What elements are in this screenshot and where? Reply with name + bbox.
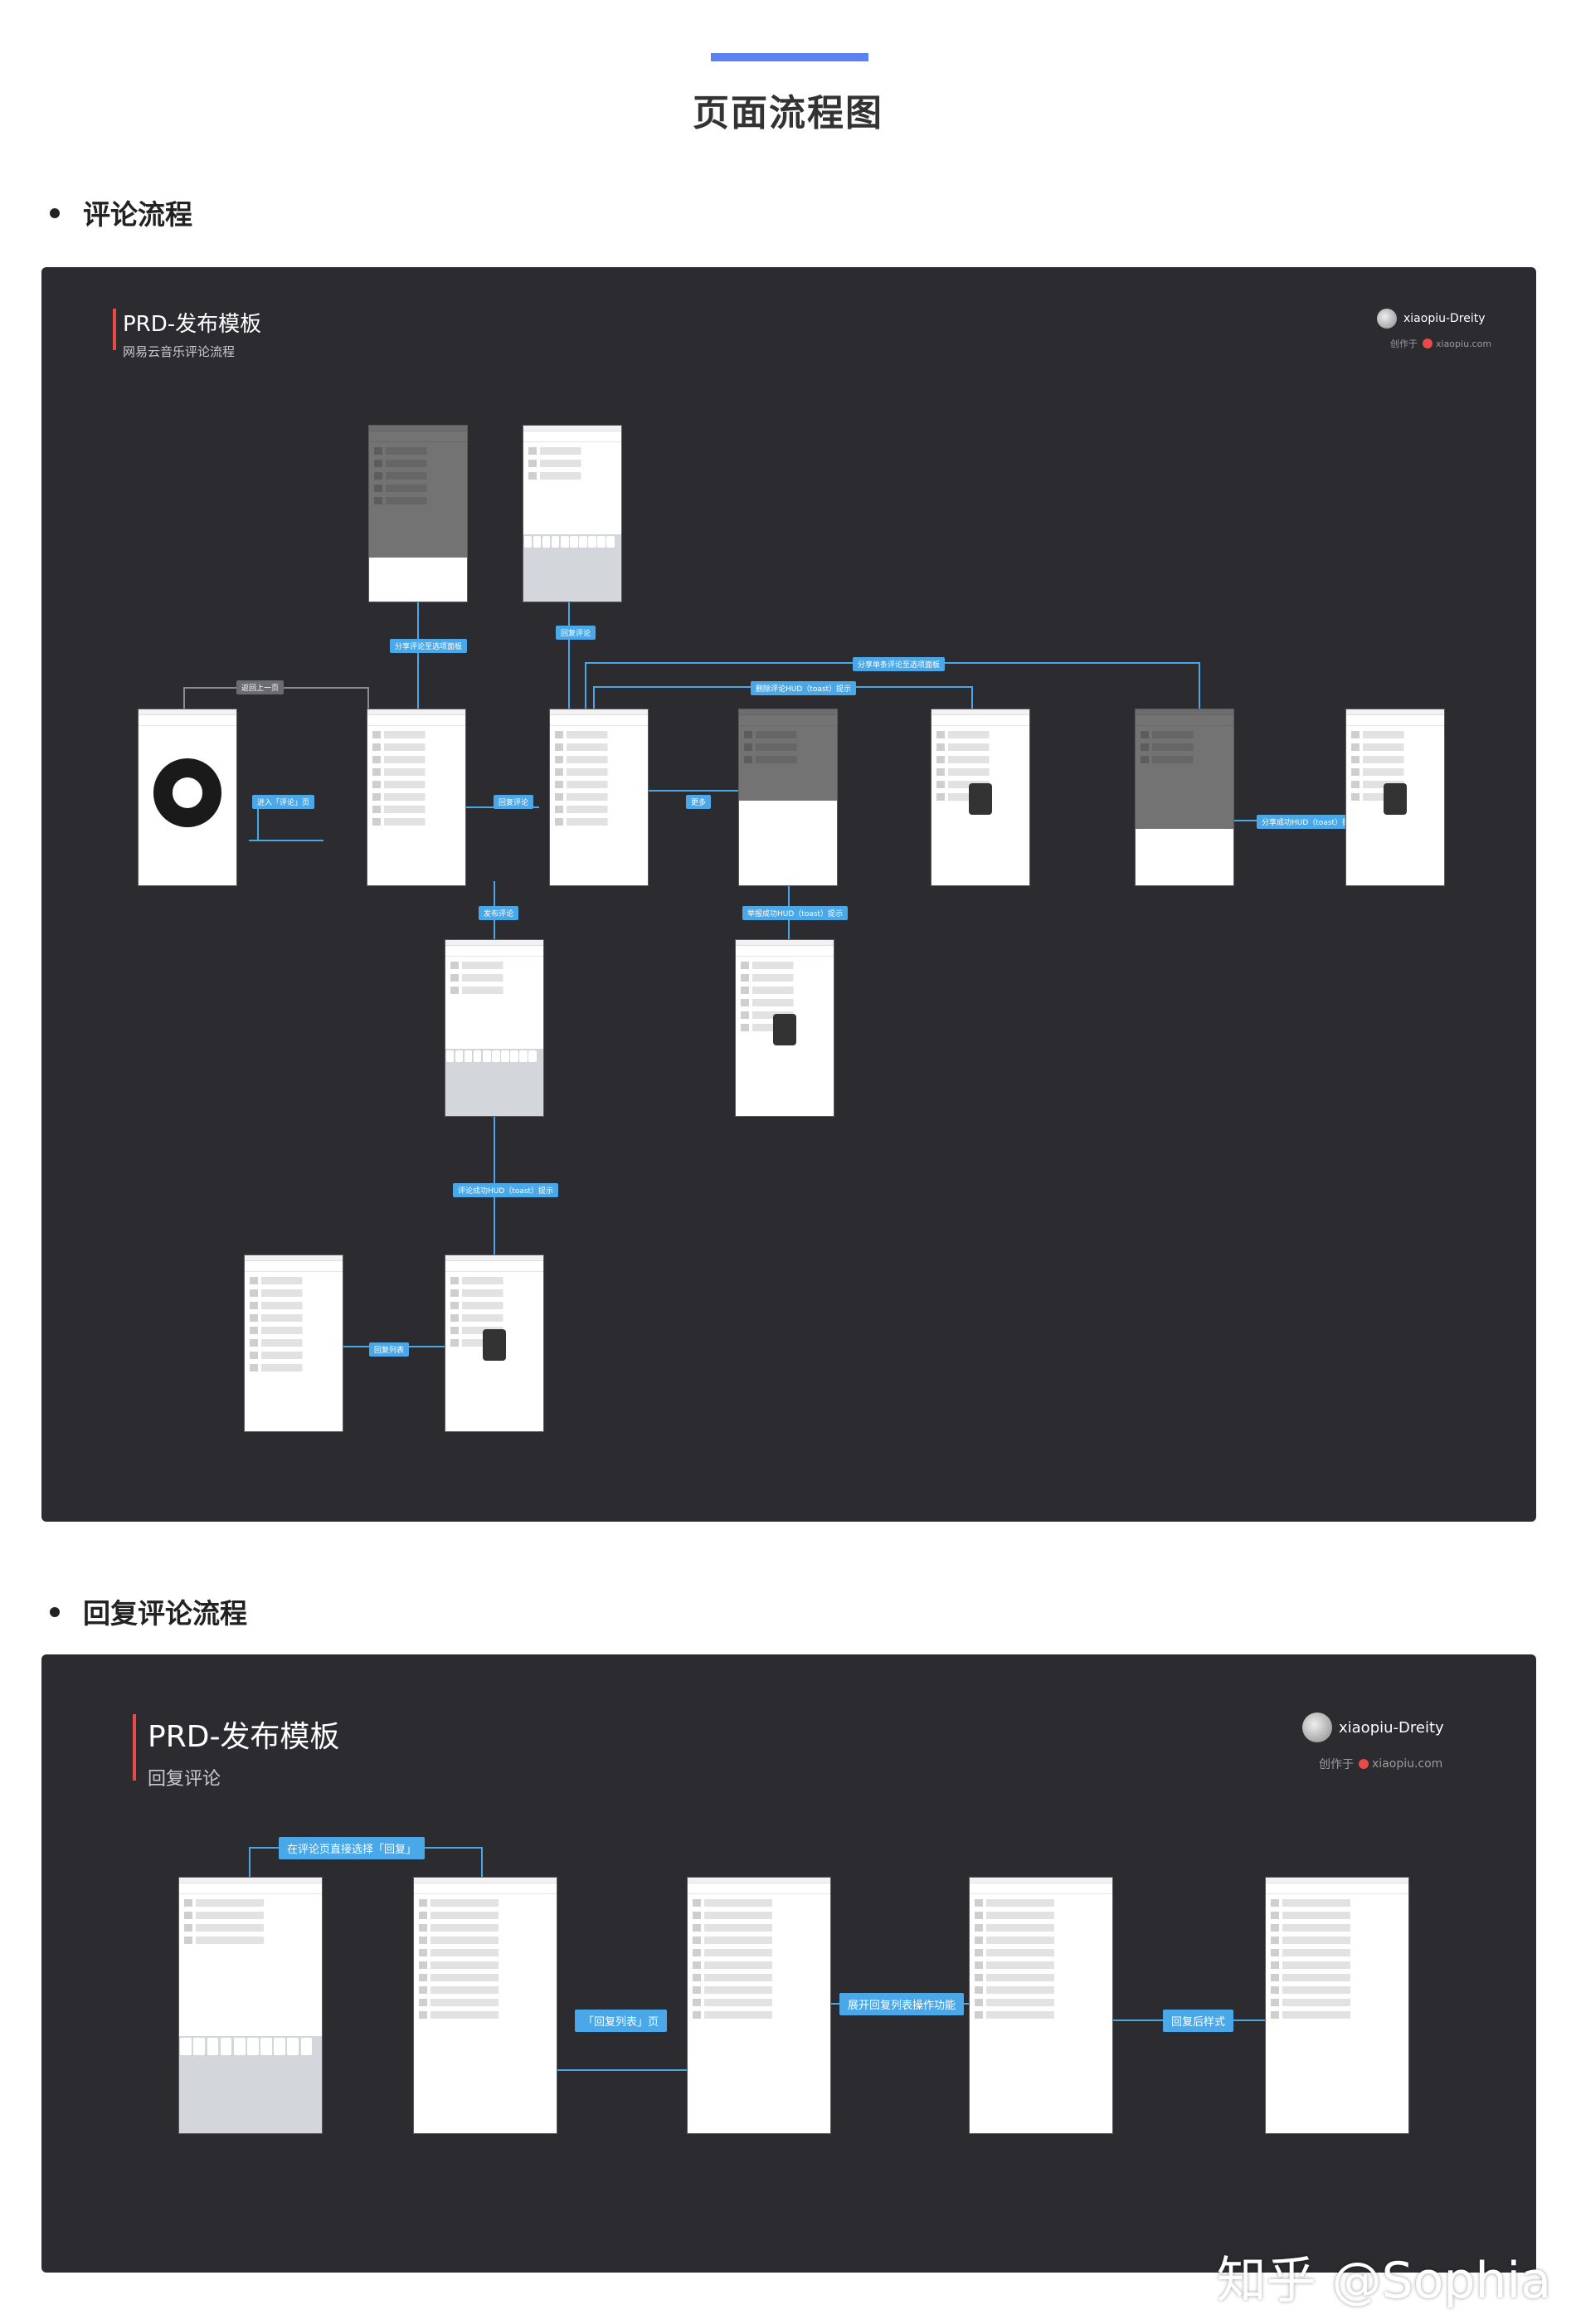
flow-tag-enter-comment: 进入「评论」页 [252,795,315,809]
screen-reply-list-ops [969,1877,1113,2134]
section-heading-reply: 回复评论流程 [50,1591,247,1631]
author-badge: xiaopiu-Dreity [1377,309,1486,329]
author-name: xiaopiu-Dreity [1403,312,1486,325]
board-title: PRD-发布模板 [148,1720,340,1754]
flow-tag-reply-list-page: 「回复列表」页 [575,2010,668,2032]
flow-tag-report: 举报成功HUD（toast）提示 [742,906,849,920]
board-subtitle: 网易云音乐评论流程 [123,344,236,359]
board-title-block: PRD-发布模板 网易云音乐评论流程 [113,307,261,360]
screen-more-sheet [738,709,838,886]
connector [249,1847,251,1878]
connector [367,687,369,720]
flow-tag-delete-toast: 删除评论HUD（toast）提示 [751,681,857,695]
xiaopiu-logo-icon [1359,1759,1369,1769]
flow-board-comment: PRD-发布模板 网易云音乐评论流程 xiaopiu-Dreity 创作于 xia… [41,267,1536,1522]
flow-tag-reply-to: 回复评论 [494,795,534,809]
flow-tag-comment-toast: 评论成功HUD（toast）提示 [453,1183,559,1197]
screen-comment-toast [445,1255,544,1432]
board-subtitle: 回复评论 [148,1769,221,1790]
created-by: 创作于 xiaopiu.com [1390,337,1491,350]
flow-tag-share-popup: 分享评论至选项面板 [390,639,468,653]
screen-publish-keyboard [445,939,544,1117]
created-site: xiaopiu.com [1372,1757,1443,1771]
avatar [1377,309,1397,329]
created-prefix: 创作于 [1390,339,1418,349]
screen-share-sheet [1135,709,1234,886]
screen-delete-toast [931,709,1030,886]
disc-icon [153,758,222,827]
screen-share-panel [368,425,468,602]
xiaopiu-logo-icon [1423,339,1433,348]
screen-report-toast [735,939,834,1117]
flow-board-reply: PRD-发布模板 回复评论 xiaopiu-Dreity 创作于 xiaopiu.… [41,1654,1536,2273]
connector [249,840,323,841]
screen-player [138,709,237,886]
watermark: 知乎 @Sophia [1216,2252,1551,2310]
created-prefix: 创作于 [1319,1758,1354,1771]
avatar [1302,1713,1332,1742]
screen-comment-actions [549,709,649,886]
section-heading-text: 评论流程 [83,198,192,231]
page-title: 页面流程图 [693,92,883,134]
connector [585,662,586,720]
connector [1199,662,1200,720]
author-name: xiaopiu-Dreity [1339,1718,1444,1737]
connector [971,686,973,720]
board-title: PRD-发布模板 [123,312,262,337]
screen-comment-list [367,709,466,886]
flow-tag-publish: 发布评论 [479,906,519,920]
screen-reply-list [244,1255,343,1432]
flow-tag-reply-list: 回复列表 [369,1342,410,1357]
flow-tag-direct-reply: 在评论页直接选择「回复」 [279,1837,426,1859]
bullet-icon [50,1606,60,1617]
flow-tag-after-reply: 回复后样式 [1163,2010,1234,2032]
connector [183,687,185,720]
board-title-block: PRD-发布模板 回复评论 [133,1713,339,1791]
title-accent-bar [711,53,868,61]
screen-reply-list-page [687,1877,831,2134]
section-heading-text: 回复评论流程 [83,1597,247,1630]
connector [257,806,259,841]
connector [417,597,419,720]
flow-tag-expand-ops: 展开回复列表操作功能 [839,1993,965,2015]
connector [568,597,570,720]
flow-tag-reply: 回复评论 [556,626,596,640]
screen-reply-input [178,1877,323,2134]
screen-after-reply [1265,1877,1409,2134]
connector [647,790,771,792]
screen-reply-keyboard [523,425,622,602]
connector [473,2069,713,2071]
screen-share-toast [1345,709,1445,886]
created-by: 创作于 xiaopiu.com [1319,1756,1442,1772]
flow-tag-more: 更多 [686,795,712,809]
connector [481,1847,483,1878]
bullet-icon [50,207,60,218]
created-site: xiaopiu.com [1436,338,1492,349]
flow-tag-share-song: 分享单条评论至选项面板 [853,657,946,671]
author-badge: xiaopiu-Dreity [1302,1713,1444,1742]
screen-comment-reply-menu [413,1877,557,2134]
section-heading-comment: 评论流程 [50,192,192,232]
flow-tag-share-toast: 分享成功HUD（toast）提示 [1257,815,1363,829]
connector [593,686,595,720]
flow-tag-back: 返回上一页 [236,680,285,694]
